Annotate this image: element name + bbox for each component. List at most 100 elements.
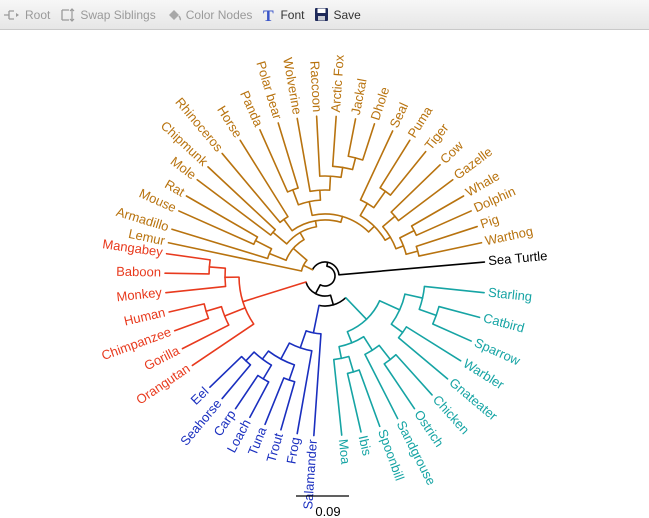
phylogenetic-tree: LemurArmadilloMouseRatMoleChipmunkRhinoc…	[99, 54, 548, 518]
branch-line	[399, 229, 415, 239]
branch-line	[395, 245, 405, 250]
branch-arc	[379, 187, 391, 196]
paint-bucket-icon	[168, 9, 181, 21]
leaf-label: Pig	[478, 211, 501, 231]
leaf-label: Monkey	[116, 285, 163, 305]
branch-line	[378, 344, 392, 361]
branch-line	[234, 374, 259, 410]
branch-line	[296, 350, 313, 435]
branch-line	[261, 350, 270, 360]
branch-line	[331, 115, 337, 168]
branch-line	[167, 241, 303, 272]
branch-line	[283, 218, 293, 232]
leaf-label: Ibis	[356, 434, 375, 458]
branch-arc	[220, 306, 230, 326]
branch-line	[423, 285, 485, 294]
root-button[interactable]: Root	[3, 4, 50, 26]
branch-line	[268, 252, 287, 262]
leaf-label: Catbird	[482, 310, 526, 335]
branch-line	[221, 152, 281, 224]
save-label: Save	[333, 7, 361, 22]
branch-line	[332, 358, 343, 436]
branch-line	[205, 305, 223, 313]
color-nodes-button[interactable]: Color Nodes	[166, 4, 253, 26]
branch-line	[359, 202, 369, 217]
branch-line	[438, 305, 481, 319]
branch-line	[314, 284, 322, 295]
branch-line	[404, 293, 424, 299]
branch-line	[415, 210, 472, 237]
font-button[interactable]: T Font	[262, 4, 304, 26]
leaf-label: Salamander	[300, 438, 320, 510]
branch-line	[372, 190, 387, 209]
branch-line	[242, 281, 307, 303]
branch-arc	[305, 281, 331, 297]
branch-arc	[360, 199, 375, 209]
branch-line	[259, 129, 289, 193]
branch-line	[165, 285, 227, 294]
leaf-label: Seal	[387, 100, 412, 130]
branch-line	[418, 241, 483, 257]
swap-siblings-button[interactable]: Swap Siblings	[60, 4, 156, 26]
branch-arc	[257, 374, 270, 383]
leaf-label: Baboon	[116, 264, 161, 280]
branch-line	[239, 139, 289, 218]
branch-line	[340, 166, 344, 179]
branch-line	[299, 330, 307, 349]
branch-line	[308, 200, 313, 217]
branch-arc	[390, 293, 406, 325]
branch-line	[168, 303, 205, 313]
toolbar: Root Swap Siblings Color Nodes T Font Sa…	[0, 0, 649, 30]
branch-line	[181, 324, 230, 350]
branch-line	[346, 330, 353, 344]
leaf-label: Human	[122, 305, 166, 329]
branch-line	[344, 296, 368, 321]
branch-arc	[311, 213, 370, 233]
leaf-label: Orangutan	[133, 361, 192, 408]
branch-line	[397, 336, 449, 380]
branch-line	[272, 231, 288, 245]
branch-line	[367, 225, 376, 233]
branch-line	[395, 353, 433, 396]
swap-siblings-label: Swap Siblings	[80, 7, 156, 22]
branch-line	[346, 372, 362, 433]
branch-line	[314, 220, 318, 228]
branch-line	[397, 178, 454, 222]
branch-line	[209, 355, 243, 388]
branch-line	[315, 115, 321, 177]
branch-line	[389, 150, 427, 196]
branch-arc	[291, 219, 342, 232]
branch-arc	[300, 259, 308, 272]
branch-arc	[347, 300, 381, 333]
branch-arc	[253, 351, 272, 366]
branch-line	[405, 326, 462, 362]
branch-line	[390, 323, 404, 334]
tree-branches	[164, 115, 486, 437]
branch-arc	[311, 261, 340, 275]
branch-line	[296, 117, 311, 193]
leaf-labels: LemurArmadilloMouseRatMoleChipmunkRhinoc…	[99, 54, 548, 510]
color-nodes-label: Color Nodes	[185, 7, 253, 22]
branch-line	[254, 239, 273, 250]
branch-line	[299, 231, 305, 241]
branch-line	[207, 166, 277, 231]
branch-line	[288, 364, 296, 381]
branch-arc	[279, 215, 289, 223]
branch-line	[431, 323, 472, 342]
svg-text:T: T	[263, 8, 274, 23]
branch-line	[196, 178, 272, 236]
branch-line	[383, 363, 416, 410]
branch-line	[312, 304, 320, 334]
branch-line	[185, 195, 259, 238]
branch-arc	[397, 326, 408, 339]
branch-line	[384, 236, 392, 242]
branch-line	[280, 342, 291, 360]
branch-line	[262, 364, 273, 380]
branch-line	[208, 266, 227, 269]
branch-line	[405, 250, 419, 256]
save-button[interactable]: Save	[314, 4, 361, 26]
branch-line	[381, 215, 396, 228]
branch-line	[361, 123, 376, 161]
branch-line	[364, 353, 399, 420]
branch-line	[280, 380, 296, 431]
